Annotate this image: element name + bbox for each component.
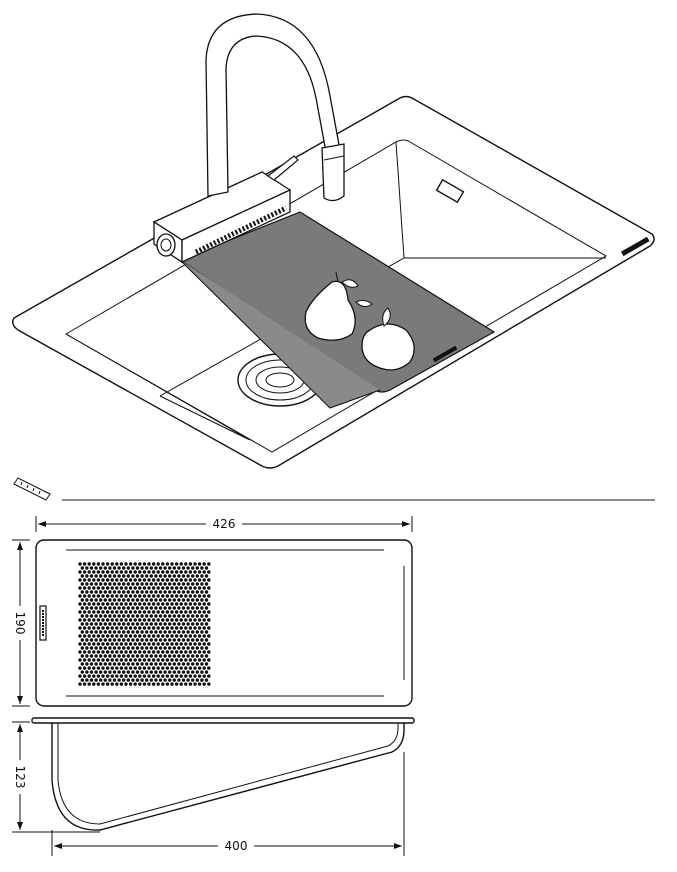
board-handle-slot [432, 345, 458, 363]
depth-label: 190 [13, 612, 27, 635]
width-label: 426 [213, 517, 236, 531]
fruit-pear-icon [304, 271, 359, 341]
height-label: 123 [13, 766, 27, 789]
sink-illustration [11, 13, 655, 469]
sink-basin-wall [65, 141, 606, 441]
faucet [152, 13, 345, 264]
faucet-knob [156, 233, 176, 257]
overflow-slot [435, 178, 465, 204]
ruler-icon [13, 477, 51, 501]
side-view: 123 400 [12, 717, 415, 856]
perforated-drain-area [78, 562, 211, 686]
base-width-label: 400 [225, 839, 248, 853]
board-top-outline [35, 539, 413, 707]
faucet-spout [205, 13, 341, 197]
board-side-profile [51, 723, 405, 831]
fruit-apple-icon [355, 299, 415, 371]
sink-outer-rim [11, 95, 655, 469]
base-width-dimension: 400 [51, 752, 405, 856]
brand-plate-icon [621, 236, 650, 257]
board-side-rim [31, 717, 415, 724]
height-dimension: 123 [12, 721, 100, 833]
plan-view: 426 190 [12, 516, 413, 707]
faucet-grille [194, 205, 288, 255]
depth-dimension: 190 [12, 539, 30, 707]
sink-inner-rim [64, 139, 607, 453]
width-dimension: 426 [35, 516, 413, 532]
